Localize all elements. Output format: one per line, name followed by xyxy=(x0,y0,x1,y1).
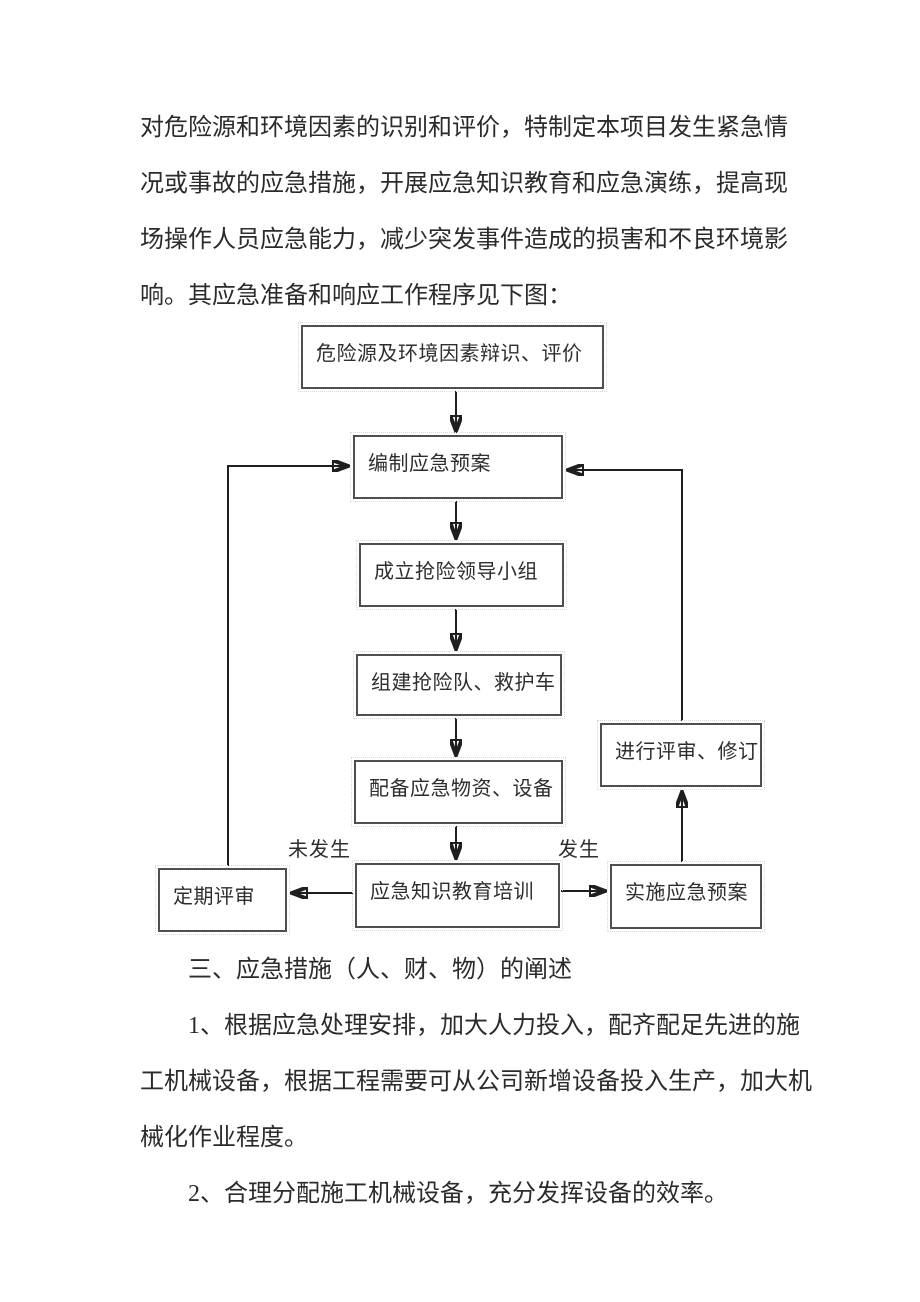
branch-label-not-occurred: 未发生 xyxy=(288,839,351,861)
section-line: 2、合理分配施工机械设备，充分发挥设备的效率。 xyxy=(188,1181,728,1207)
branch-label-occurred: 发生 xyxy=(558,839,600,861)
section-line: 工机械设备，根据工程需要可从公司新增设备投入生产，加大机 xyxy=(140,1069,812,1095)
intro-line: 场操作人员应急能力，减少突发事件造成的损害和不良环境影 xyxy=(140,227,788,253)
flowchart-node-periodic-review: 定期评审 xyxy=(155,865,290,935)
flowchart-node-training: 应急知识教育培训 xyxy=(352,860,563,931)
flowchart-node-implement-plan: 实施应急预案 xyxy=(607,861,765,932)
section-line: 械化作业程度。 xyxy=(140,1125,308,1151)
flowchart-node-rescue-team: 组建抢险队、救护车 xyxy=(353,651,565,719)
intro-line: 对危险源和环境因素的识别和评价，特制定本项目发生紧急情 xyxy=(140,115,788,141)
section-heading: 三、应急措施（人、财、物）的阐述 xyxy=(188,957,572,983)
connector-periodic-review-to-plan xyxy=(227,466,346,866)
flowchart-node-supplies: 配备应急物资、设备 xyxy=(351,757,566,827)
intro-line: 况或事故的应急措施，开展应急知识教育和应急演练，提高现 xyxy=(140,171,788,197)
intro-paragraph: 对危险源和环境因素的识别和评价，特制定本项目发生紧急情 况或事故的应急措施，开展… xyxy=(140,100,820,324)
flowchart-node-hazard-identification: 危险源及环境因素辩识、评价 xyxy=(298,322,607,392)
connector-revise-to-plan xyxy=(570,470,683,721)
flowchart-node-lead-group: 成立抢险领导小组 xyxy=(356,540,567,610)
section-line: 1、根据应急处理安排，加大人力投入，配齐配足先进的施 xyxy=(188,1013,800,1039)
intro-line: 响。其应急准备和响应工作程序见下图： xyxy=(140,283,572,309)
section-three: 三、应急措施（人、财、物）的阐述 1、根据应急处理安排，加大人力投入，配齐配足先… xyxy=(140,942,840,1222)
flowchart-node-prepare-plan: 编制应急预案 xyxy=(350,432,566,502)
flowchart-node-review-revise: 进行评审、修订 xyxy=(597,720,765,790)
